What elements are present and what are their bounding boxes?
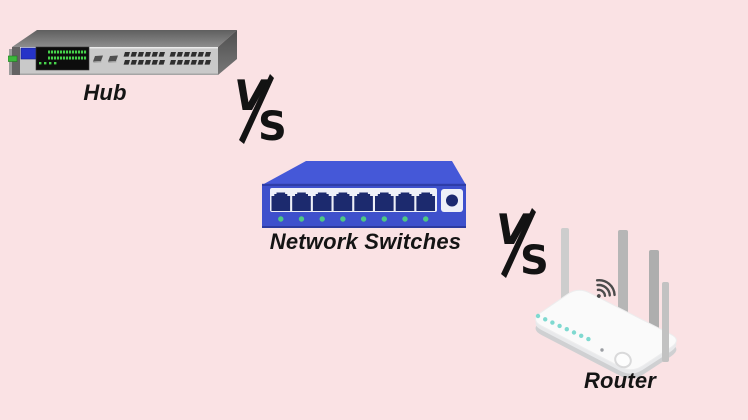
vs-separator-2: V S xyxy=(496,208,549,283)
hub-front-bottom-edge xyxy=(12,73,218,75)
wifi-icon xyxy=(595,279,616,298)
vs-separator-1: V S xyxy=(234,74,287,149)
hub-right-face xyxy=(218,30,237,75)
switch-illustration xyxy=(262,161,466,228)
hub-led-segments xyxy=(48,50,87,60)
router-illustration xyxy=(535,228,677,379)
router-led-row xyxy=(535,313,591,342)
hub-port-array xyxy=(123,52,211,65)
hub-power-led xyxy=(8,55,18,62)
switch-label: Network Switches xyxy=(269,229,462,254)
router-label: Router xyxy=(583,368,657,393)
switch-led-row xyxy=(278,216,429,222)
vs2-s-letter: S xyxy=(520,238,549,283)
switch-top-face xyxy=(262,161,466,185)
vs2-slash xyxy=(501,208,536,278)
vs1-slash xyxy=(239,74,274,144)
hub-label: Hub xyxy=(83,80,127,105)
vs1-s-letter: S xyxy=(258,104,287,149)
hub-endcap-edge xyxy=(9,49,12,75)
hub-illustration xyxy=(8,30,237,75)
hub-front-highlight xyxy=(12,47,218,49)
hub-top-face xyxy=(12,30,237,47)
router-antenna xyxy=(662,282,669,362)
hub-led-dots xyxy=(39,62,57,65)
switch-top-edge xyxy=(262,183,466,187)
switch-bottom-edge xyxy=(262,226,466,228)
switch-port-array xyxy=(271,192,435,211)
router-reset-dot xyxy=(600,348,604,352)
router-wps-button xyxy=(614,351,632,369)
switch-power-button-icon xyxy=(446,194,458,207)
switch-port-panel xyxy=(270,188,437,212)
hub-brand-badge xyxy=(20,47,37,60)
router-antenna xyxy=(618,230,628,330)
hub-uplink-ports xyxy=(93,55,118,63)
